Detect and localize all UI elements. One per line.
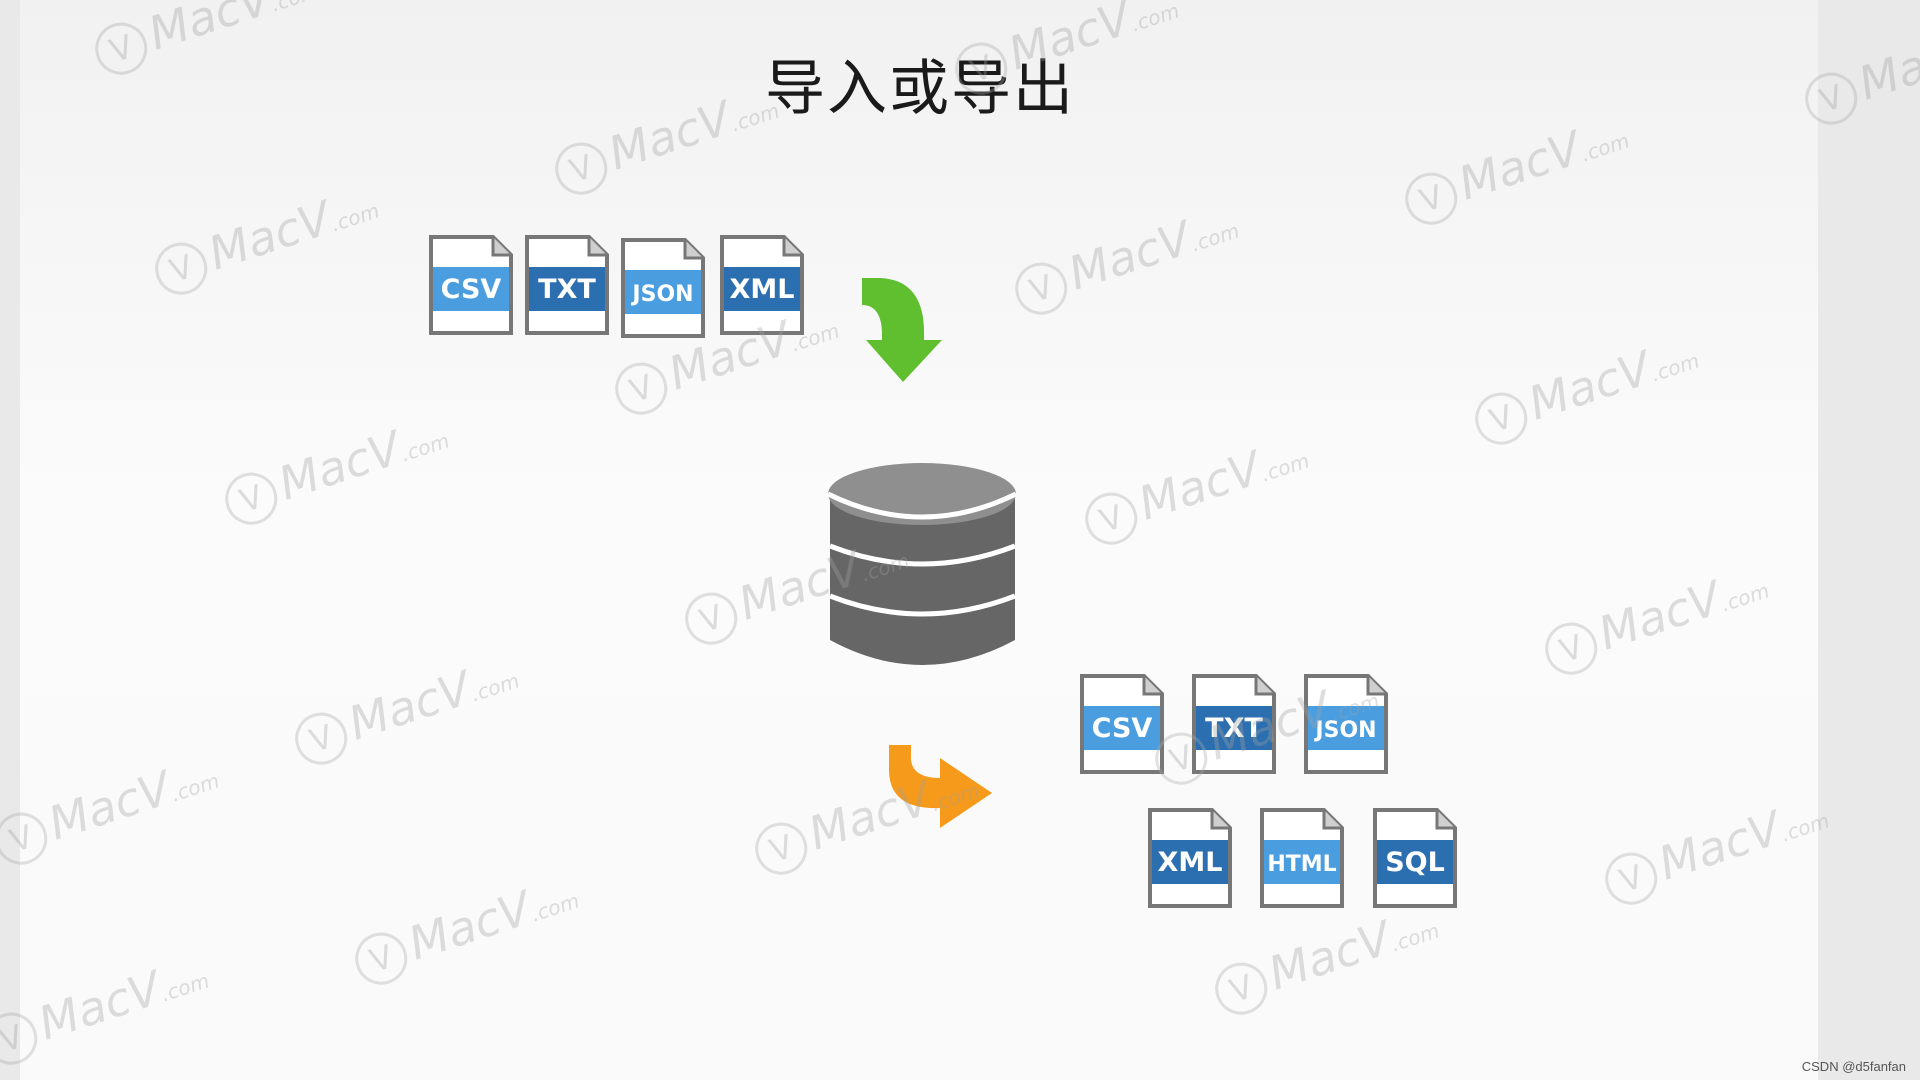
file-label: SQL (1385, 847, 1445, 878)
export-arrow-shape (888, 745, 992, 828)
file-label: CSV (441, 274, 502, 305)
file-json-icon: JSON (1304, 674, 1388, 774)
file-csv-icon: CSV (1080, 674, 1164, 774)
database-icon (826, 463, 1018, 665)
file-html-icon: HTML (1260, 808, 1344, 908)
file-label: HTML (1267, 852, 1336, 877)
page-title: 导入或导出 (765, 54, 1075, 124)
file-txt-icon: TXT (1192, 674, 1276, 774)
file-label: XML (730, 274, 795, 305)
file-label: CSV (1092, 713, 1153, 744)
file-json-icon: JSON (621, 238, 705, 338)
file-label: TXT (538, 274, 596, 305)
file-label: JSON (630, 282, 693, 307)
file-csv-icon: CSV (429, 235, 513, 335)
import-files: CSV TXT JSON XML (429, 235, 804, 338)
file-label: XML (1158, 847, 1223, 878)
export-arrow-icon (888, 745, 992, 828)
file-sql-icon: SQL (1373, 808, 1457, 908)
file-label: TXT (1205, 713, 1263, 744)
footer-credit: CSDN @d5fanfan (1801, 1059, 1906, 1074)
import-arrow-icon (862, 278, 942, 382)
file-xml-icon: XML (720, 235, 804, 335)
file-txt-icon: TXT (525, 235, 609, 335)
import-arrow-shape (862, 278, 942, 382)
export-files: CSV TXT JSON XML HTML SQL (1080, 674, 1457, 908)
file-xml-icon: XML (1148, 808, 1232, 908)
file-label: JSON (1313, 718, 1376, 743)
